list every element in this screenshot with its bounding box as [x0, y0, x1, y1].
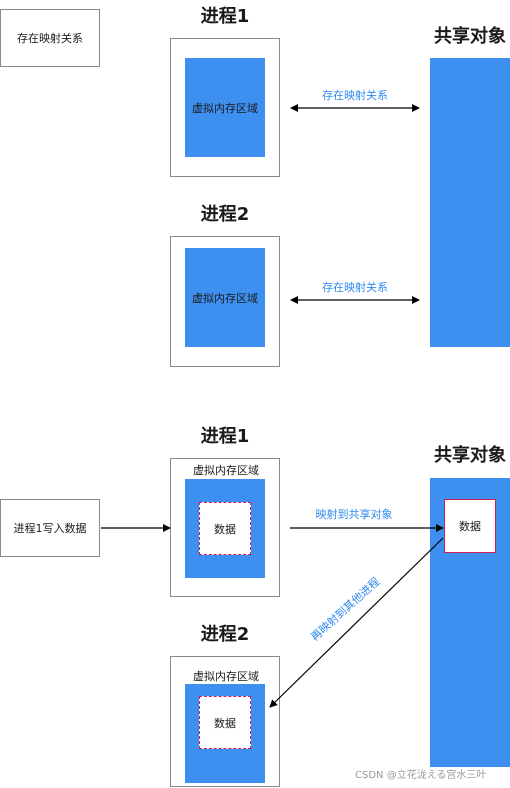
legend-label: 存在映射关系: [17, 32, 83, 45]
virtual-area-label: 虚拟内存区域: [192, 101, 258, 115]
bottom-process2-title: 进程2: [200, 624, 250, 645]
top-process1-box: 虚拟内存区域: [170, 38, 280, 177]
bottom-process2-virtual-area: 数据: [185, 684, 265, 783]
map-to-shared-label: 映射到共享对象: [315, 508, 393, 521]
top-shared-object-title: 共享对象: [434, 26, 506, 47]
top-process1-title: 进程1: [200, 6, 250, 27]
remap-other-label: 再映射到其他进程: [308, 575, 383, 644]
process2-data-block: 数据: [199, 696, 251, 749]
top-shared-object: [430, 58, 510, 347]
input-box: 进程1写入数据: [0, 499, 100, 557]
remap-arrow: [269, 537, 444, 708]
bottom-process2-box: 虚拟内存区域 数据: [170, 656, 280, 787]
top-process2-title: 进程2: [200, 204, 250, 225]
bottom-process1-box: 虚拟内存区域 数据: [170, 458, 280, 597]
shared-data-block: 数据: [444, 499, 496, 553]
bottom-process1-title: 进程1: [200, 426, 250, 447]
top-link-label-2: 存在映射关系: [322, 281, 388, 294]
legend-box: 存在映射关系: [0, 9, 100, 67]
bottom-shared-object: 数据: [430, 478, 510, 767]
data-label: 数据: [214, 522, 236, 536]
top-link-label-1: 存在映射关系: [322, 89, 388, 102]
process1-data-block: 数据: [199, 502, 251, 555]
virtual-area-label: 虚拟内存区域: [193, 670, 259, 683]
watermark: CSDN @立花泷える宫水三叶: [355, 770, 487, 781]
virtual-area-label: 虚拟内存区域: [192, 291, 258, 305]
data-label: 数据: [459, 520, 481, 533]
input-label: 进程1写入数据: [13, 522, 87, 535]
top-process2-virtual-area: 虚拟内存区域: [185, 248, 265, 347]
bottom-shared-object-title: 共享对象: [434, 445, 506, 466]
virtual-area-label: 虚拟内存区域: [193, 464, 259, 477]
top-process1-virtual-area: 虚拟内存区域: [185, 58, 265, 157]
data-label: 数据: [214, 716, 236, 730]
top-process2-box: 虚拟内存区域: [170, 236, 280, 367]
bottom-process1-virtual-area: 数据: [185, 479, 265, 578]
